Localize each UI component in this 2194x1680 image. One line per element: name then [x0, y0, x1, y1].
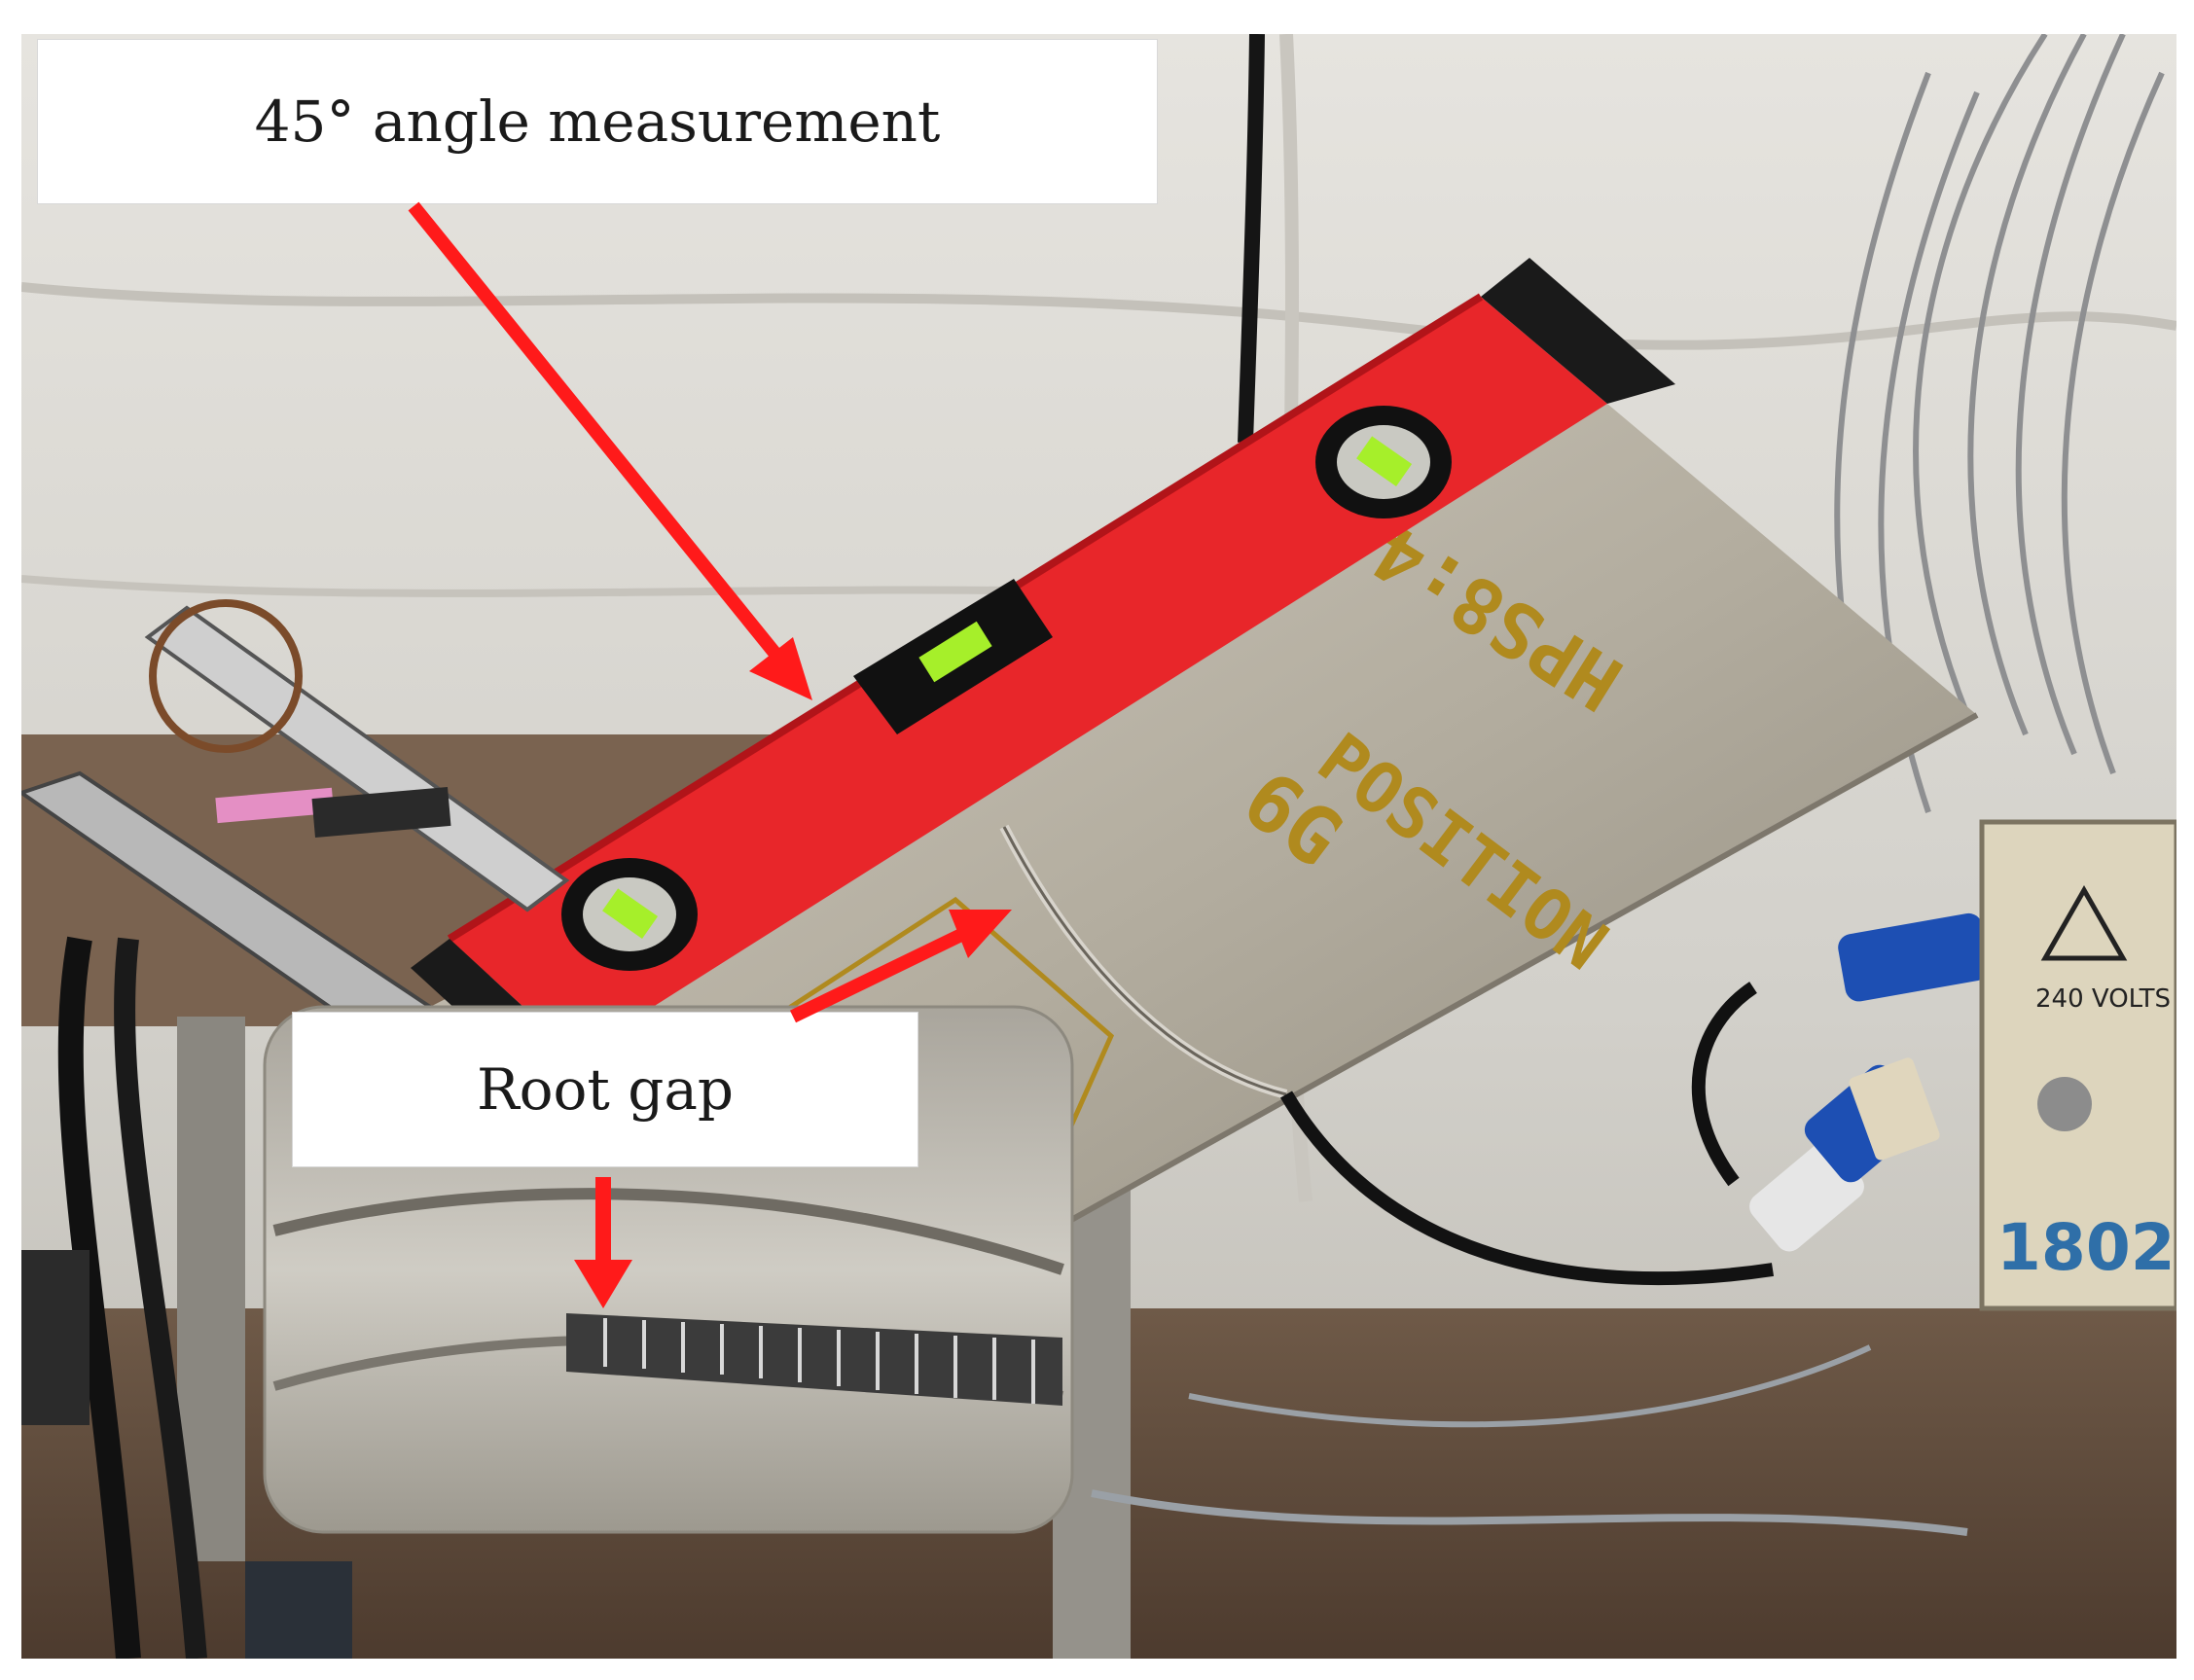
warning-icon [2040, 884, 2128, 961]
root-gap-text: Root gap [476, 1056, 735, 1123]
electrical-box: 240 VOLTS 1802 [1979, 819, 2176, 1311]
angle-measurement-text: 45° angle measurement [254, 89, 941, 155]
photo: HPS8:4 POSITION 6G [21, 34, 2176, 1659]
level-end-cap [1481, 258, 1675, 404]
handle [21, 1250, 90, 1425]
power-connectors [1749, 912, 1990, 1252]
clamp-tool [21, 599, 570, 1039]
table-leg [177, 1017, 245, 1561]
box-voltage-label: 240 VOLTS [2035, 984, 2171, 1014]
box-number: 1802 [1996, 1210, 2176, 1285]
angle-measurement-label: 45° angle measurement [37, 39, 1158, 204]
root-gap-label: Root gap [292, 1012, 918, 1167]
welding-setup-photo: HPS8:4 POSITION 6G [21, 34, 2176, 1659]
level-vial [1356, 436, 1413, 486]
hanging-cable [1238, 34, 1265, 444]
measuring-tape [566, 1313, 1062, 1406]
